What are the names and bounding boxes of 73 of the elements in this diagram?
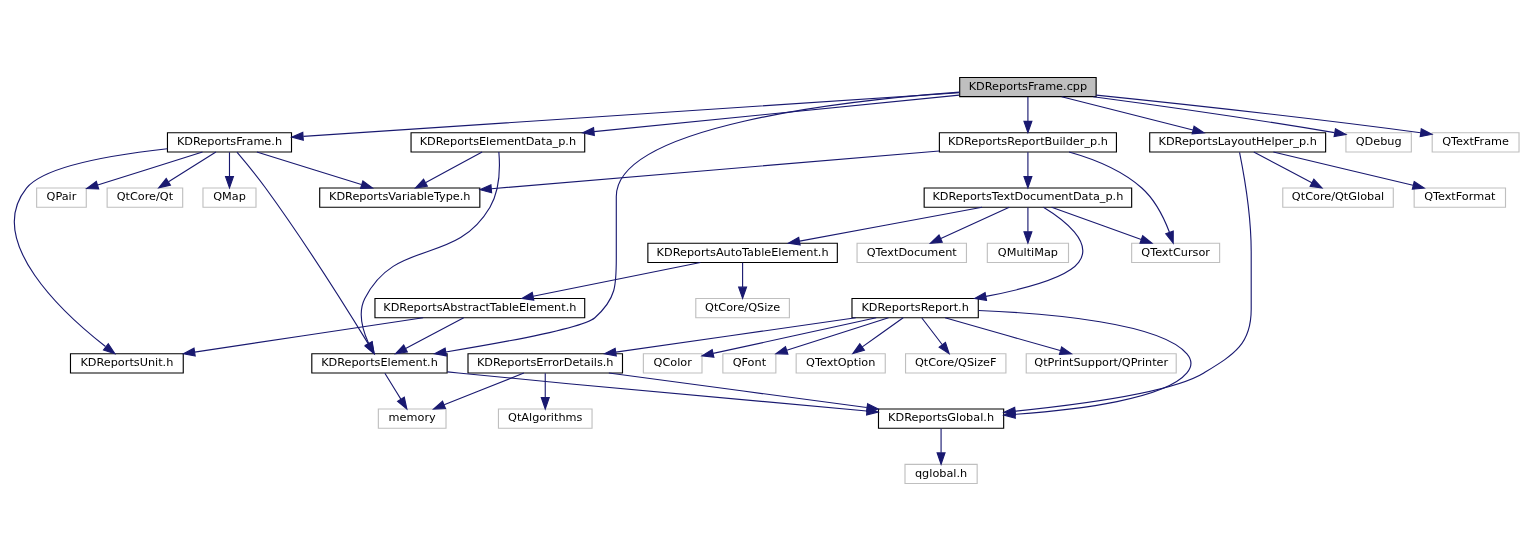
node-box: QColor [642, 352, 703, 374]
arrow [1023, 151, 1033, 190]
node-box: QPair [36, 186, 87, 208]
node-box: KDReportsFrame.cpp [959, 76, 1097, 97]
node-box: KDReportsErrorDetails.h [467, 352, 624, 374]
node-box: QMap [202, 186, 257, 208]
arrow [786, 206, 983, 246]
arrow [921, 316, 951, 355]
arrow [384, 372, 408, 410]
arrow [431, 371, 525, 410]
node-box: KDReportsUnit.h [69, 352, 184, 374]
node-box: QTextCursor [1131, 242, 1221, 263]
arrow [520, 261, 701, 301]
node-box: KDReportsReportBuilder_p.h [938, 131, 1117, 152]
node-box: QTextOption [795, 352, 886, 374]
arrow [581, 94, 960, 136]
node-box: KDReportsElement.h [311, 352, 448, 374]
arrow [1272, 150, 1426, 190]
node-box: QtPrintSupport/QPrinter [1025, 352, 1177, 374]
arrow [181, 316, 424, 357]
arrow [256, 150, 375, 189]
arrow [290, 91, 961, 141]
arrow [1068, 150, 1174, 245]
arrow [936, 427, 946, 466]
arrow [1023, 206, 1033, 245]
arrow [224, 151, 235, 190]
node-box: QTextDocument [856, 242, 967, 263]
arrow [774, 316, 890, 355]
node-box: KDReportsElementData_p.h [410, 131, 586, 152]
arrow [394, 316, 465, 355]
arrow [737, 261, 748, 300]
arrow [602, 316, 857, 357]
node-box: QtAlgorithms [497, 408, 593, 429]
arrow [1095, 94, 1434, 137]
node-box: QTextFormat [1413, 186, 1507, 208]
arrow [85, 150, 204, 189]
arrow [851, 316, 904, 355]
arrow [608, 371, 880, 412]
arrow [1092, 95, 1348, 137]
arrow [414, 150, 483, 189]
node-box: qglobal.h [904, 463, 978, 484]
arrow [360, 150, 500, 355]
arrow [432, 91, 961, 357]
node-box: QDebug [1345, 131, 1412, 152]
arrow [700, 316, 877, 358]
node-box: QtCore/QtGlobal [1282, 186, 1394, 208]
node-box: KDReportsVariableType.h [319, 186, 481, 208]
node-box: KDReportsLayoutHelper_p.h [1149, 131, 1327, 152]
arrow [478, 149, 940, 193]
arrow [14, 147, 168, 355]
arrow [540, 372, 550, 411]
node-box: QTextFrame [1431, 131, 1520, 152]
node-box: QtCore/Qt [106, 186, 184, 208]
node-box: memory [377, 408, 447, 429]
arrow [236, 151, 376, 355]
node-box: KDReportsAbstractTableElement.h [374, 297, 586, 318]
arrow [1051, 206, 1154, 244]
arrow [944, 316, 1074, 355]
node-box: QMultiMap [986, 242, 1070, 263]
node-box: QtCore/QSizeF [905, 352, 1007, 374]
arrow [928, 206, 1010, 244]
arrow [157, 150, 217, 189]
node-box: KDReportsGlobal.h [877, 408, 1005, 429]
node-box: KDReportsTextDocumentData_p.h [923, 186, 1133, 208]
node-box: QtCore/QSize [695, 297, 790, 318]
arrow [1253, 150, 1324, 189]
node-box: KDReportsReport.h [851, 297, 979, 318]
arrow [1061, 95, 1206, 134]
node-box: KDReportsFrame.h [166, 131, 293, 152]
arrow [973, 206, 1084, 301]
node-box: QFont [722, 352, 777, 374]
arrow [1023, 95, 1033, 134]
node-box: KDReportsAutoTableElement.h [647, 242, 838, 263]
